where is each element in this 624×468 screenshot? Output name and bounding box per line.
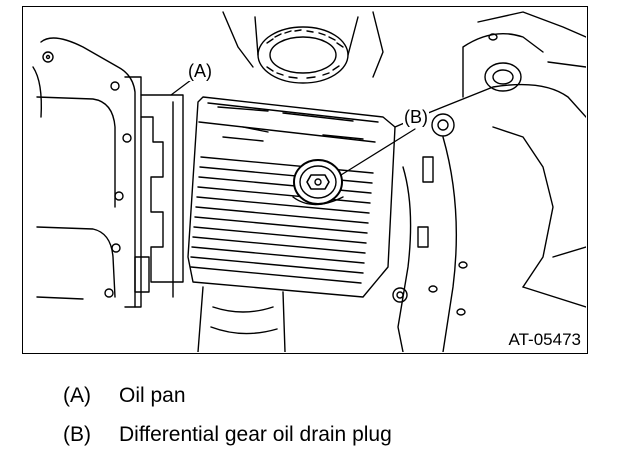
callout-leaders [170,79,416,176]
diagram-frame: (A) (B) AT-05473 [22,6,588,354]
left-bracket [134,94,184,298]
oil-pan [187,96,396,298]
legend-text: Oil pan [119,384,186,407]
drain-plug [292,159,344,206]
legend-item-b: (B) Differential gear oil drain plug [63,423,392,447]
legend-key: (B) [63,423,91,446]
callout-label-b: (B) [403,107,429,127]
callout-label-a: (A) [187,61,213,81]
legend-text: Differential gear oil drain plug [119,423,392,446]
left-housing [32,37,142,308]
figure-code: AT-05473 [506,330,583,350]
lower-pipe [197,286,286,352]
transmission-oil-pan-illustration [32,11,586,352]
gear-housing [222,11,384,84]
legend-key: (A) [63,384,91,407]
legend-item-a: (A) Oil pan [63,384,186,408]
right-housing [392,11,586,352]
